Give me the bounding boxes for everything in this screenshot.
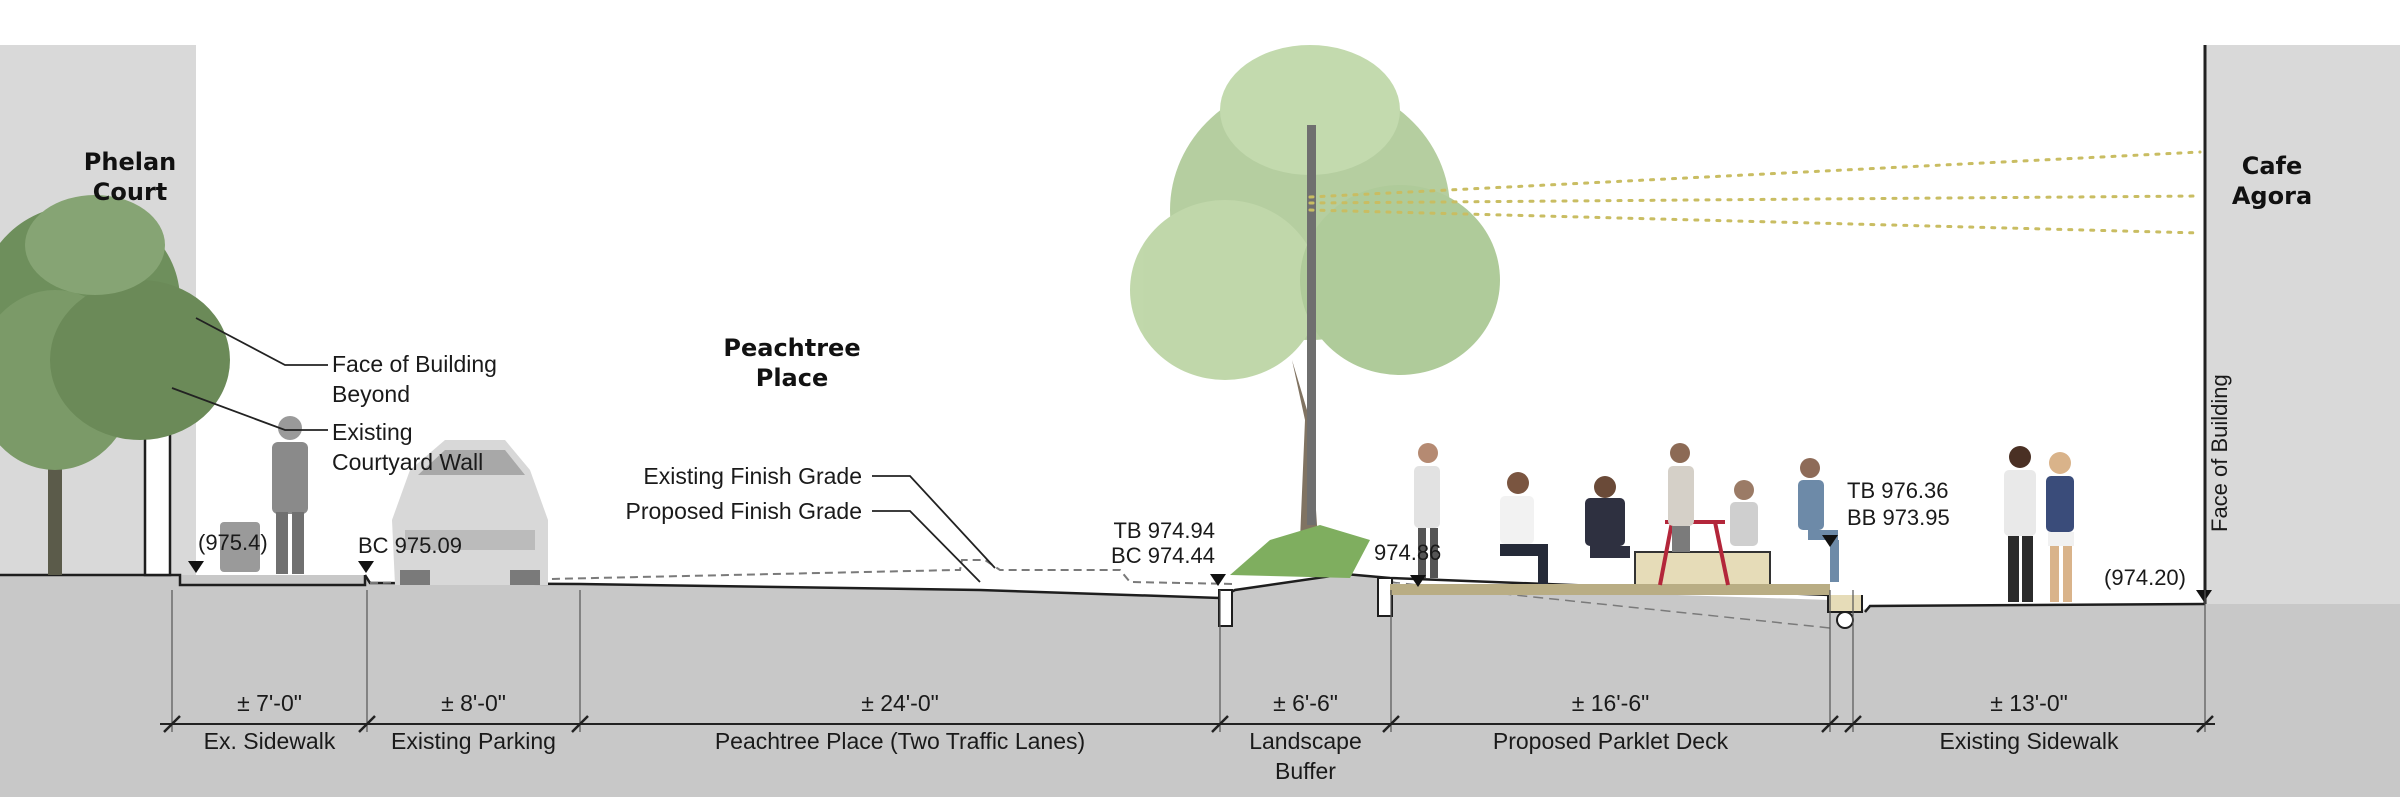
proposed-grade-leader bbox=[872, 510, 981, 583]
parklet-deck bbox=[1390, 584, 1830, 595]
existing-grade-leader bbox=[872, 475, 996, 569]
landscape-plantings bbox=[1230, 525, 1370, 578]
dimension-label: Landscape bbox=[1249, 728, 1362, 754]
person-parklet-2 bbox=[1500, 472, 1548, 584]
face-of-building-leader bbox=[195, 317, 328, 366]
elev-parklet: 974.86 bbox=[1374, 540, 1441, 565]
phelan-tree bbox=[0, 195, 230, 575]
person-parklet-3 bbox=[1585, 476, 1630, 558]
elev-tb-right: TB 976.36 bbox=[1847, 478, 1949, 503]
dimension-tick bbox=[1382, 715, 1400, 733]
dimension-label: Existing Parking bbox=[391, 728, 556, 754]
dimension-tick bbox=[1211, 715, 1229, 733]
elev-bc-left: BC 975.09 bbox=[358, 533, 462, 558]
person-sidewalk-1 bbox=[2004, 446, 2036, 602]
light-pole bbox=[1307, 125, 1316, 525]
dimension-value: ± 7'-0" bbox=[237, 690, 302, 716]
sidewalk-curb bbox=[170, 573, 367, 587]
elev-bc-mid: BC 974.44 bbox=[1111, 543, 1215, 568]
proposed-finish-grade-label: Proposed Finish Grade bbox=[625, 498, 862, 524]
dimension-label: Proposed Parklet Deck bbox=[1493, 728, 1729, 754]
drain-pipe bbox=[1836, 611, 1854, 629]
dimension-tick bbox=[358, 715, 376, 733]
pedestrians bbox=[220, 416, 2074, 602]
person-parklet-6 bbox=[1798, 458, 1839, 582]
elev-left-sidewalk: (975.4) bbox=[198, 530, 268, 555]
dimension-value: ± 6'-6" bbox=[1273, 690, 1338, 716]
dimension-tick bbox=[163, 715, 181, 733]
dimension-tick bbox=[1844, 715, 1862, 733]
ground-section bbox=[0, 362, 2400, 797]
buffer-curb-footing bbox=[1218, 589, 1233, 627]
dimension-label: Peachtree Place (Two Traffic Lanes) bbox=[715, 728, 1085, 754]
parklet-planter bbox=[1634, 551, 1771, 587]
face-of-building-label: Face of Building bbox=[2207, 374, 2232, 532]
courtyard-wall-leader bbox=[171, 387, 328, 431]
dimension-tick bbox=[1821, 715, 1839, 733]
person-parklet-5 bbox=[1730, 480, 1758, 546]
parked-car bbox=[392, 440, 548, 585]
parklet-footing bbox=[1377, 577, 1393, 617]
dimension-label: Existing Sidewalk bbox=[1940, 728, 2119, 754]
dimension-value: ± 16'-6" bbox=[1572, 690, 1650, 716]
dimension-tick bbox=[2196, 715, 2214, 733]
cafe-agora-building bbox=[2205, 45, 2400, 605]
elev-bb-right: BB 973.95 bbox=[1847, 505, 1950, 530]
existing-finish-grade-label: Existing Finish Grade bbox=[643, 463, 862, 489]
person-parklet-4 bbox=[1668, 443, 1694, 552]
dimension-value: ± 13'-0" bbox=[1990, 690, 2068, 716]
elev-right-sidewalk: (974.20) bbox=[2104, 565, 2186, 590]
dimension-value: ± 8'-0" bbox=[441, 690, 506, 716]
person-with-suitcase bbox=[220, 416, 308, 574]
dimension-label: Ex. Sidewalk bbox=[204, 728, 336, 754]
dimension-value: ± 24'-0" bbox=[861, 690, 939, 716]
dimension-label: Buffer bbox=[1275, 758, 1336, 784]
existing-grade-line bbox=[369, 559, 1236, 585]
elev-tb-left: TB 974.94 bbox=[1113, 518, 1215, 543]
dimension-tick bbox=[571, 715, 589, 733]
elevation-markers bbox=[188, 535, 2212, 602]
dimension-string: ± 7'-0" Ex. Sidewalk ± 8'-0" Existing Parki… bbox=[160, 590, 2215, 784]
person-parklet-1 bbox=[1414, 443, 1440, 578]
parklet-edge-footing bbox=[1827, 595, 1863, 613]
person-sidewalk-2 bbox=[2046, 452, 2074, 602]
